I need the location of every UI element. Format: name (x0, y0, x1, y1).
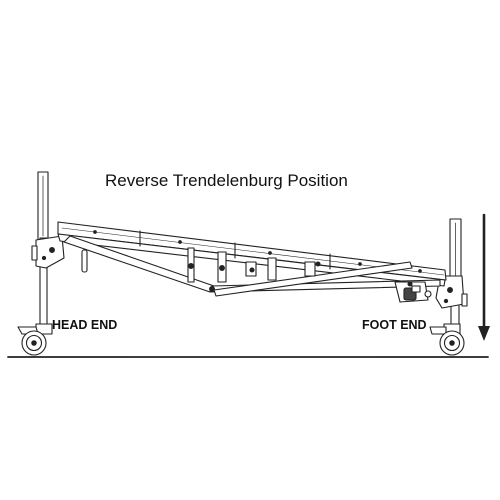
foot-end-label: FOOT END (362, 318, 427, 332)
foot-end-caster (429, 323, 465, 356)
tilt-direction-arrow (478, 213, 490, 341)
head-end-label: HEAD END (52, 318, 118, 332)
bed-linkage (63, 235, 441, 303)
head-end-caster (17, 323, 53, 356)
head-end-post (31, 171, 88, 329)
diagram-title: Reverse Trendelenburg Position (105, 171, 348, 190)
